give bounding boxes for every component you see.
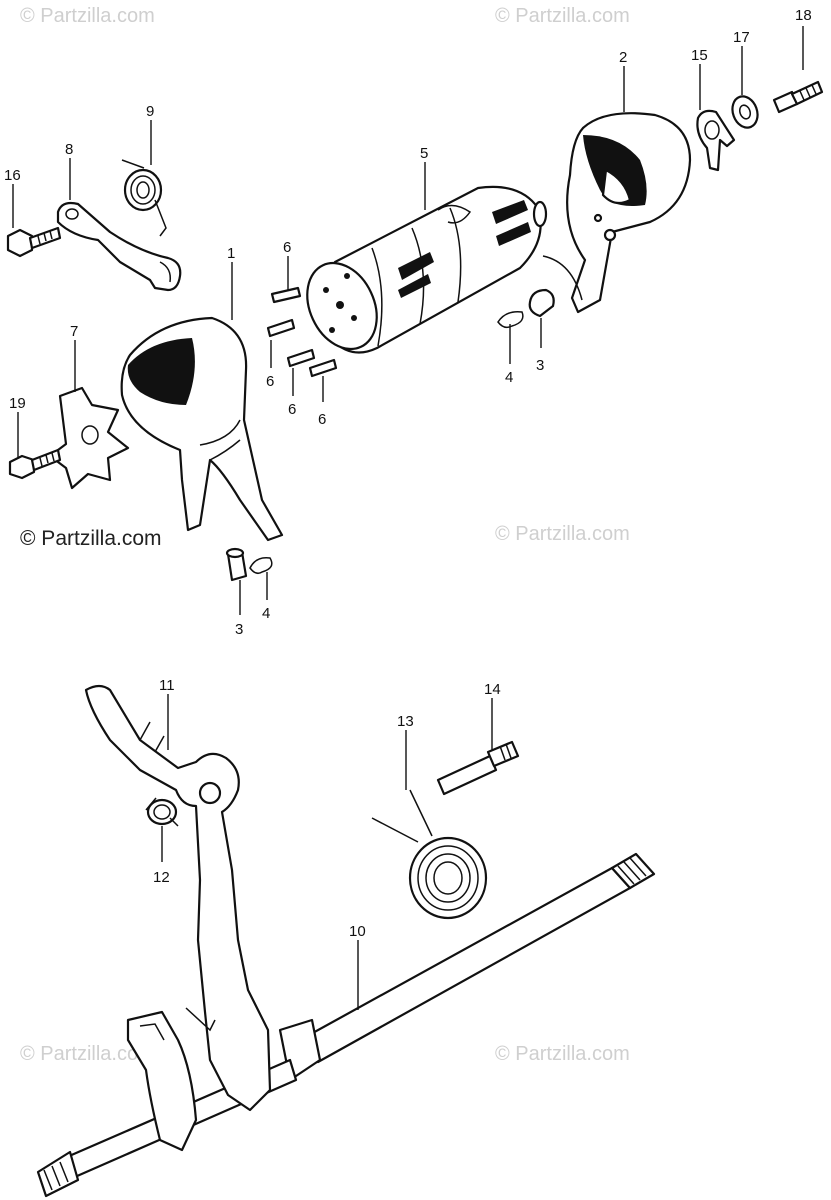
part-4-clip-right [497,310,524,329]
callout-3-left: 3 [235,621,243,638]
callout-15: 15 [691,47,708,64]
part-6-pins [266,286,338,378]
part-15-lock-plate [696,109,736,172]
callout-11: 11 [159,677,175,694]
callout-2: 2 [619,49,627,66]
part-13-return-spring [371,789,488,920]
leader-lines [12,26,804,1010]
callout-9: 9 [146,103,154,120]
part-2-shift-fork [566,112,692,314]
part-9-spring [121,159,167,237]
part-3-pin-left [225,547,248,582]
part-1-shift-fork [120,316,284,542]
watermark-bottom-left: © Partzilla.com [20,1043,155,1065]
callout-8: 8 [65,141,73,158]
callout-6-mid: 6 [288,401,296,418]
watermark-main: © Partzilla.com [20,527,162,550]
callout-19: 19 [9,395,26,412]
callout-13: 13 [397,713,414,730]
part-11-shift-arm [84,684,272,1112]
part-5-shift-drum [306,185,548,354]
watermark-mid-right: © Partzilla.com [495,523,630,545]
part-16-bolt [6,226,62,258]
callout-3-right: 3 [536,357,544,374]
part-10-lower-fork [126,1010,198,1152]
callout-7: 7 [70,323,78,340]
part-17-washer [731,95,759,129]
watermark-layer: © Partzilla.com © Partzilla.com © Partzi… [20,5,630,1065]
callout-1: 1 [227,245,235,262]
part-18-bolt [772,80,824,114]
callout-4-right: 4 [505,369,513,386]
fork-2-tail [542,255,583,301]
callout-labels: 18 2 15 17 9 8 16 5 6 1 6 6 6 7 19 4 3 3… [4,7,812,940]
callout-5: 5 [420,145,428,162]
callout-17: 17 [733,29,750,46]
callout-18: 18 [795,7,812,24]
watermark-bottom-right: © Partzilla.com [495,1043,630,1065]
part-12-spring [145,797,179,827]
part-8-stopper-arm [56,201,182,292]
callout-16: 16 [4,167,21,184]
callout-10: 10 [349,923,366,940]
watermark-top-left: © Partzilla.com [20,5,155,27]
callout-12: 12 [153,869,170,886]
callout-6-top: 6 [283,239,291,256]
part-4-clip-left [249,556,273,575]
callout-6-left: 6 [266,373,274,390]
callout-4-left: 4 [262,605,270,622]
callout-14: 14 [484,681,501,698]
part-19-bolt [8,448,62,480]
part-3-pin-right [528,288,555,318]
part-14-pin [436,740,520,796]
watermark-top-right: © Partzilla.com [495,5,630,27]
callout-6-right: 6 [318,411,326,428]
part-7-star-plate [48,386,130,490]
